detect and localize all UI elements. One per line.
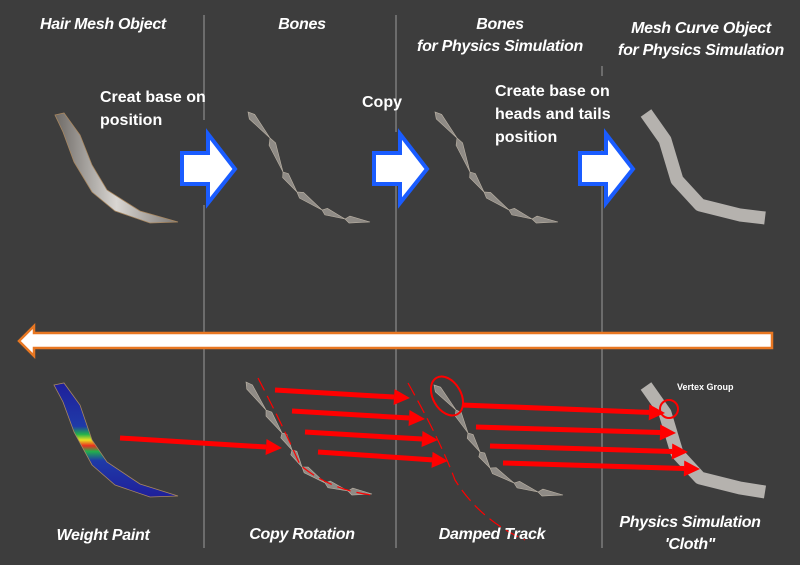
constraint-arrow-3-head	[408, 410, 425, 427]
vertex-group-label: Vertex Group	[677, 382, 734, 392]
constraint-arrows	[119, 387, 700, 477]
head-highlight-circle	[429, 375, 465, 417]
constraint-arrow-5-shaft	[317, 449, 433, 463]
constraint-arrow-4-head	[421, 431, 438, 448]
physics-bones-top-bone	[469, 171, 485, 193]
constraint-arrow-7-head	[659, 424, 676, 441]
label-bones-physics: Bones for Physics Simulation	[417, 16, 583, 55]
constraint-arrow-6-head	[648, 404, 665, 421]
step-arrow-2	[372, 128, 430, 209]
constraint-arrow-1-shaft	[119, 435, 267, 450]
label-bones: Bones	[278, 16, 326, 33]
bones-top-bone	[282, 171, 298, 193]
bones-top-bone	[344, 215, 371, 224]
damped-track-bone	[466, 432, 481, 453]
bone-chains	[245, 111, 564, 497]
step-arrow-3	[578, 128, 636, 209]
constraint-arrow-3-shaft	[291, 408, 410, 421]
bones-top-bone	[247, 111, 271, 139]
constraint-arrow-7-shaft	[475, 424, 661, 436]
vertex-group-circle	[659, 399, 679, 419]
bones-top-bone	[268, 137, 284, 173]
constraint-arrow-1-head	[265, 439, 282, 455]
step-note-3: Create base on heads and tails position	[495, 83, 611, 146]
copy-rotation-bone	[245, 381, 267, 411]
constraint-arrow-8-head	[671, 443, 688, 460]
constraint-arrow-9-head	[683, 460, 700, 477]
damped-track-bone	[489, 467, 515, 484]
physics-bones-top-bone	[531, 215, 559, 224]
damped-track-bone	[478, 451, 491, 469]
step-note-2: Copy	[362, 94, 402, 111]
copy-rotation-bone	[290, 449, 303, 468]
constraint-arrow-2-shaft	[274, 387, 395, 400]
step-arrow-1	[180, 128, 238, 209]
constraint-arrow-9-shaft	[502, 460, 685, 472]
constraint-arrow-6-shaft	[461, 402, 650, 415]
physics-bones-top-bone	[508, 208, 533, 220]
bones-top-bone	[296, 191, 323, 211]
label-weight-paint: Weight Paint	[56, 527, 150, 544]
physics-bones-top-bone	[434, 111, 458, 139]
dashed-guide-copy-rotation	[257, 377, 373, 496]
bones-top-bone	[321, 208, 346, 220]
mesh-curve-object	[640, 109, 766, 225]
hair-mesh-object	[54, 112, 179, 224]
label-copy-rotation: Copy Rotation	[249, 526, 355, 543]
copy-rotation-bone	[347, 487, 373, 496]
constraint-arrow-5-head	[431, 451, 448, 468]
physics-bones-top-bone	[483, 191, 510, 211]
label-physics-cloth: Physics Simulation 'Cloth"	[619, 514, 761, 553]
constraint-arrow-2-head	[393, 389, 410, 406]
dashed-guides	[257, 377, 526, 541]
dashed-guide-damped-track	[407, 382, 526, 541]
damped-track-bone	[537, 488, 564, 497]
label-mesh-curve-object: Mesh Curve Object for Physics Simulation	[618, 20, 784, 59]
return-arrow	[17, 322, 774, 360]
label-hair-mesh-object: Hair Mesh Object	[40, 16, 166, 33]
step-note-1: Creat base on position	[100, 89, 206, 129]
physics-bones-top-bone	[455, 137, 471, 173]
damped-track-bone	[513, 481, 539, 493]
constraint-arrow-4-shaft	[304, 429, 423, 442]
constraint-arrow-8-shaft	[489, 443, 673, 455]
weight-paint-mesh	[53, 382, 179, 498]
step-arrows	[180, 128, 636, 209]
label-damped-track: Damped Track	[438, 526, 546, 543]
